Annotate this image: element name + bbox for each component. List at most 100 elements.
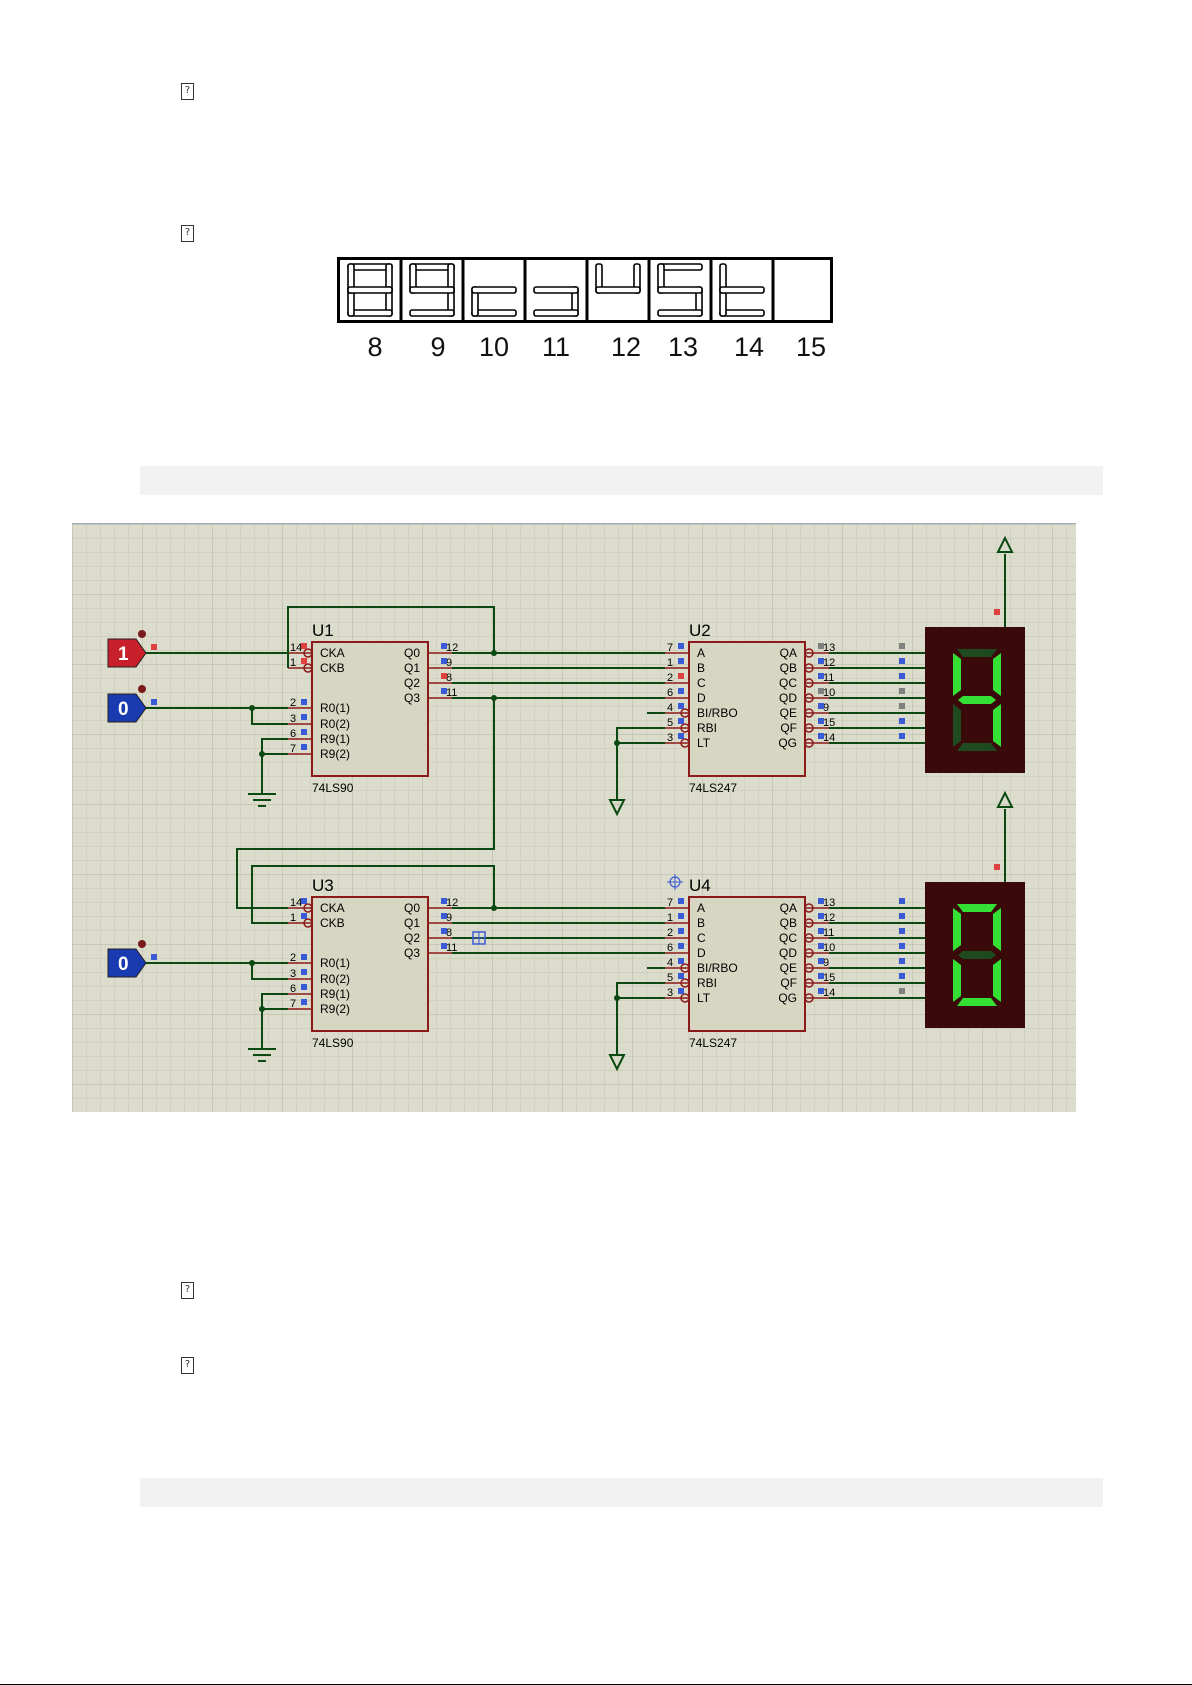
chip-ref: U4 bbox=[689, 876, 711, 895]
segment-d bbox=[957, 998, 997, 1006]
pin-state-marker bbox=[899, 913, 905, 919]
pin-number: 12 bbox=[823, 912, 835, 924]
segment bbox=[533, 286, 579, 294]
inversion-bubble bbox=[804, 948, 814, 958]
pin-state-marker bbox=[441, 658, 447, 664]
pin-name: QA bbox=[780, 646, 797, 660]
segment-digit bbox=[409, 263, 455, 317]
pin-number: 6 bbox=[290, 983, 296, 995]
segment-digit bbox=[533, 286, 579, 317]
digit-label: 11 bbox=[541, 332, 571, 362]
pin-name: QC bbox=[779, 931, 797, 945]
wire bbox=[251, 865, 495, 924]
pin-number: 5 bbox=[667, 972, 673, 984]
pin-number: 9 bbox=[446, 912, 452, 924]
inversion-bubble bbox=[804, 648, 814, 658]
pin-number: 3 bbox=[290, 713, 296, 725]
segment bbox=[409, 309, 455, 317]
pin-name: Q0 bbox=[404, 901, 420, 915]
pin-name: A bbox=[697, 901, 705, 915]
pin-name: QD bbox=[779, 691, 797, 705]
pin-state-marker bbox=[301, 643, 307, 649]
wire bbox=[236, 698, 495, 909]
pin-name: B bbox=[697, 661, 705, 675]
pin-state-marker bbox=[441, 688, 447, 694]
pin-number: 3 bbox=[667, 987, 673, 999]
pin-number: 3 bbox=[290, 968, 296, 980]
pin-name: R9(2) bbox=[320, 1002, 350, 1016]
pin-number: 12 bbox=[823, 657, 835, 669]
pin-state-marker bbox=[899, 718, 905, 724]
pin-state-marker bbox=[678, 973, 684, 979]
input-1: 1 bbox=[107, 630, 168, 668]
pin-number: 6 bbox=[290, 728, 296, 740]
pin-state-marker bbox=[678, 703, 684, 709]
ground-arrow bbox=[608, 1054, 626, 1072]
digit-label: 13 bbox=[667, 332, 699, 362]
pin-number: 3 bbox=[667, 732, 673, 744]
segment-e bbox=[953, 704, 961, 747]
pin-state-marker bbox=[899, 658, 905, 664]
ground-symbol bbox=[248, 793, 276, 807]
chip-body bbox=[311, 641, 429, 777]
pin-number: 6 bbox=[667, 687, 673, 699]
pin-state-marker bbox=[441, 898, 447, 904]
ground-symbol bbox=[248, 1048, 276, 1062]
pin-state-marker bbox=[818, 988, 824, 994]
segment-g bbox=[958, 951, 996, 959]
pin-number: 12 bbox=[446, 897, 458, 909]
pin-number: 9 bbox=[823, 702, 829, 714]
inversion-bubble bbox=[680, 708, 690, 718]
inversion-bubble bbox=[303, 903, 313, 913]
chip-part: 74LS247 bbox=[689, 1036, 737, 1050]
digit-label: 15 bbox=[795, 332, 827, 362]
pin-state-marker bbox=[678, 958, 684, 964]
segment bbox=[409, 286, 455, 294]
pin-state-marker bbox=[818, 733, 824, 739]
chip-part: 74LS247 bbox=[689, 781, 737, 795]
pin-name: R9(1) bbox=[320, 987, 350, 1001]
pin-state-marker bbox=[818, 973, 824, 979]
pin-name: R0(1) bbox=[320, 956, 350, 970]
segment-g bbox=[958, 696, 996, 704]
pin-number: 1 bbox=[290, 657, 296, 669]
pin-state-marker bbox=[441, 643, 447, 649]
pin-number: 12 bbox=[446, 642, 458, 654]
pin-number: 7 bbox=[290, 998, 296, 1010]
pin-name: QA bbox=[780, 901, 797, 915]
pin-name: QB bbox=[780, 661, 797, 675]
pin-number: 5 bbox=[667, 717, 673, 729]
pin-number: 11 bbox=[823, 927, 834, 939]
pin-name: Q1 bbox=[404, 916, 420, 930]
pin-number: 1 bbox=[290, 912, 296, 924]
pin-number: 1 bbox=[667, 912, 673, 924]
chip-part: 74LS90 bbox=[312, 1036, 354, 1050]
pin-state-marker bbox=[301, 999, 307, 1005]
segment bbox=[347, 286, 393, 294]
pin-state-marker bbox=[301, 954, 307, 960]
pin-state-marker bbox=[151, 699, 157, 705]
pin-number: 8 bbox=[446, 672, 452, 684]
inversion-bubble bbox=[680, 963, 690, 973]
digit-label: 14 bbox=[733, 332, 765, 362]
pin-state-marker bbox=[899, 988, 905, 994]
pin-name: QE bbox=[780, 961, 797, 975]
pin-state-marker bbox=[301, 729, 307, 735]
segment-e bbox=[953, 959, 961, 1002]
pin-state-marker bbox=[301, 744, 307, 750]
digit-label: 10 bbox=[478, 332, 510, 362]
pin-state-marker bbox=[678, 643, 684, 649]
pin-number: 14 bbox=[823, 987, 835, 999]
inversion-bubble bbox=[680, 723, 690, 733]
pin-state-marker bbox=[818, 673, 824, 679]
display-top bbox=[925, 627, 1025, 773]
pin-name: Q0 bbox=[404, 646, 420, 660]
pin-state-marker bbox=[994, 864, 1000, 870]
pin-state-marker bbox=[818, 658, 824, 664]
inversion-bubble bbox=[804, 918, 814, 928]
pin-state-marker bbox=[899, 643, 905, 649]
pin-state-marker bbox=[818, 913, 824, 919]
logic-value: 1 bbox=[118, 644, 129, 665]
pin-state-marker bbox=[818, 943, 824, 949]
